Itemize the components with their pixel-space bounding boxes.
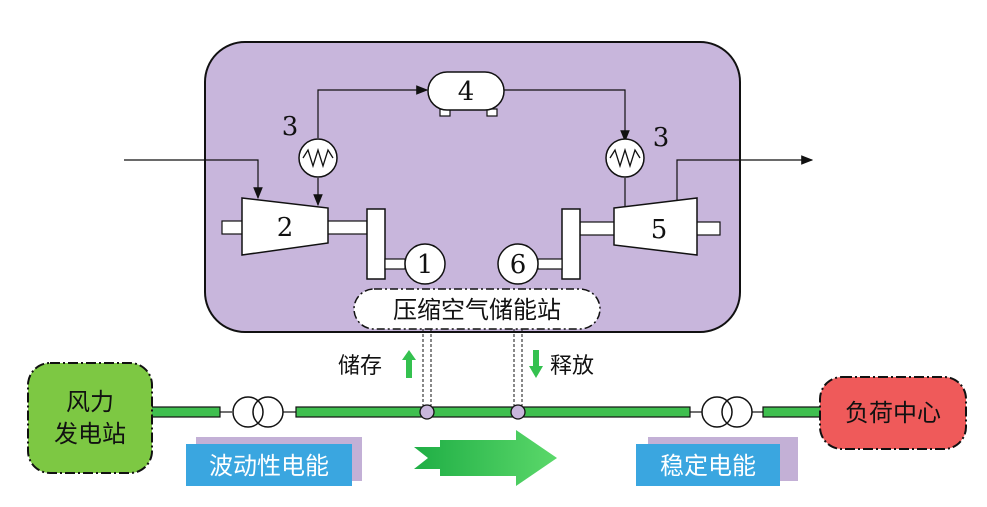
air-inlet-line bbox=[124, 159, 263, 200]
turbine-number: 5 bbox=[651, 215, 668, 245]
store-up-arrow bbox=[402, 350, 416, 378]
station-label-box bbox=[353, 288, 601, 330]
power-flow-arrow bbox=[414, 430, 557, 486]
heat-exchanger-left bbox=[298, 138, 338, 178]
motor: 1 bbox=[404, 243, 446, 285]
store-node bbox=[419, 404, 435, 420]
turbine bbox=[613, 197, 698, 256]
release-label: 释放 bbox=[550, 354, 594, 379]
release-node bbox=[510, 404, 526, 420]
load-center-label: 负荷中心 bbox=[845, 399, 941, 427]
fluctuating-power-box bbox=[186, 444, 352, 486]
compressor-coupling bbox=[366, 208, 386, 280]
heat-exchanger-right-number: 3 bbox=[653, 123, 670, 153]
storage-tank: 4 bbox=[427, 71, 505, 117]
stable-power-box bbox=[636, 444, 780, 486]
turbine-coupling bbox=[561, 208, 581, 280]
stable-power-label: 稳定电能 bbox=[660, 452, 756, 480]
storage-station-box bbox=[204, 41, 741, 333]
generator: 6 bbox=[497, 243, 539, 285]
wind-farm-label-line2: 发电站 bbox=[54, 420, 126, 448]
air-to-tank-line bbox=[317, 85, 429, 138]
station-label: 压缩空气储能站 bbox=[393, 296, 561, 324]
exhaust-outlet-line bbox=[676, 155, 814, 206]
release-down-arrow bbox=[529, 350, 543, 378]
air-from-tank-line bbox=[503, 89, 630, 143]
motor-shaft bbox=[384, 258, 406, 270]
store-label: 储存 bbox=[338, 354, 382, 379]
transformer-left bbox=[220, 396, 296, 428]
compressor-number: 2 bbox=[277, 213, 294, 243]
generator-number: 6 bbox=[510, 250, 527, 280]
generator-shaft bbox=[537, 258, 563, 270]
transformer-right bbox=[690, 396, 763, 428]
wind-farm-label-line1: 风力 bbox=[66, 388, 114, 416]
wind-farm-box bbox=[27, 362, 153, 474]
compressor bbox=[241, 197, 329, 256]
tank-number: 4 bbox=[458, 77, 475, 107]
power-line-seg-3 bbox=[762, 406, 824, 418]
fluctuating-power-label: 波动性电能 bbox=[209, 452, 329, 480]
power-line-seg-1 bbox=[149, 406, 221, 418]
heat-exchanger-right bbox=[605, 138, 645, 178]
load-center-box bbox=[819, 376, 967, 450]
motor-number: 1 bbox=[417, 250, 434, 280]
release-connector bbox=[513, 329, 523, 406]
store-connector bbox=[422, 329, 432, 406]
power-line-seg-2 bbox=[295, 406, 691, 418]
heat-exchanger-left-number: 3 bbox=[282, 112, 299, 142]
